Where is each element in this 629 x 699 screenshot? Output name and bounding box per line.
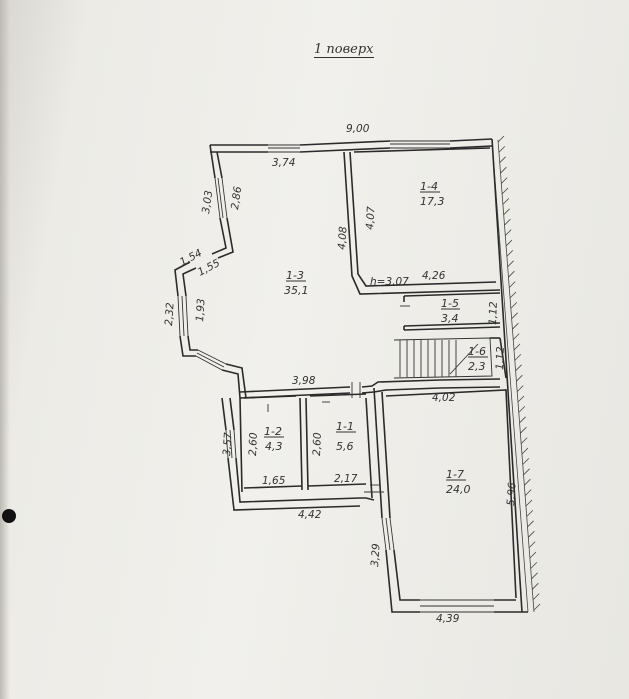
room-1-5-id: 1-5 bbox=[441, 297, 459, 310]
staircase bbox=[393, 337, 493, 379]
dim-hall-wall-a: 4,08 bbox=[336, 226, 350, 250]
sheet-edge-shadow bbox=[0, 0, 10, 699]
floor-title: 1 поверх bbox=[314, 42, 374, 58]
wall-hatch-tick bbox=[523, 468, 530, 476]
wall-hatch-tick bbox=[520, 437, 528, 444]
dim-room6-height: 1,12 bbox=[494, 346, 507, 370]
stair-direction-line bbox=[449, 343, 479, 375]
wall-hatch-tick bbox=[514, 354, 522, 361]
dim-room4-width: 4,26 bbox=[422, 270, 446, 282]
wall-hatch-tick bbox=[508, 270, 515, 278]
dim-hall-bottom: 3,98 bbox=[292, 375, 316, 387]
wall-hatch-tick bbox=[529, 551, 537, 559]
dim-left-top-b: 2,86 bbox=[229, 185, 244, 210]
wall-hatch-tick bbox=[521, 447, 529, 455]
wall-hatch-tick bbox=[526, 510, 534, 517]
wall-hatch-tick bbox=[530, 562, 538, 569]
wall-hatch-tick bbox=[528, 530, 535, 538]
dim-left-lower: 3,57 bbox=[221, 432, 235, 456]
room-1-3-area: 35,1 bbox=[284, 284, 309, 297]
wall-hatch-tick bbox=[524, 489, 532, 496]
room-1-6-area: 2,3 bbox=[468, 360, 486, 373]
dim-room7-left: 3,29 bbox=[369, 543, 383, 567]
wall-hatch-tick bbox=[520, 426, 527, 434]
room-labels: 1-4 17,3 1-3 35,1 1-5 3,4 1-6 2,3 1-2 4,… bbox=[264, 180, 488, 496]
wall-hatch-tick bbox=[510, 302, 518, 309]
wall-hatch-tick bbox=[528, 541, 536, 548]
wall-hatch-tick bbox=[504, 229, 512, 236]
dim-bay-c: 2,32 bbox=[163, 302, 177, 326]
outer-walls bbox=[174, 138, 528, 613]
wall-hatch-tick bbox=[512, 333, 520, 340]
wall-hatch-tick bbox=[519, 416, 526, 424]
dim-room5-height: 1,12 bbox=[487, 301, 500, 325]
wall-hatch-tick bbox=[524, 478, 531, 486]
wall-hatch-tick bbox=[516, 374, 523, 382]
dim-left-top-a: 3,03 bbox=[200, 190, 215, 215]
wall-hatch-tick bbox=[517, 395, 525, 403]
room-1-7-id: 1-7 bbox=[446, 468, 464, 481]
wall-hatch-tick bbox=[498, 146, 506, 153]
room-1-1-id: 1-1 bbox=[336, 420, 354, 433]
wall-hatch-tick bbox=[499, 156, 506, 164]
dim-bay-d: 1,93 bbox=[194, 298, 208, 322]
dim-hall-wall-b: 4,07 bbox=[364, 206, 378, 230]
wall-hatch-tick bbox=[507, 260, 514, 268]
room-1-3-id: 1-3 bbox=[286, 269, 304, 282]
wall-hatch-tick bbox=[509, 291, 517, 299]
inner-walls bbox=[239, 147, 517, 599]
exterior-wall-hatching bbox=[491, 135, 541, 613]
dim-room7-bottom: 4,39 bbox=[436, 613, 460, 625]
wall-hatch-tick bbox=[515, 364, 522, 372]
room-1-4-id: 1-4 bbox=[420, 180, 438, 193]
wall-hatch-tick bbox=[527, 520, 534, 528]
dim-room1-w: 2,17 bbox=[334, 473, 358, 485]
wall-hatch-tick bbox=[503, 208, 510, 216]
wall-hatch-tick bbox=[531, 572, 538, 580]
binder-hole bbox=[2, 509, 16, 523]
wall-hatch-tick bbox=[522, 458, 530, 465]
dimension-labels: 9,00 3,74 3,03 2,86 4,08 4,07 1,54 1,55 … bbox=[163, 123, 519, 625]
wall-hatch-tick bbox=[512, 322, 519, 330]
dim-top-left: 3,74 bbox=[272, 157, 295, 169]
wall-hatch-tick bbox=[525, 499, 533, 507]
dim-room2-w: 1,65 bbox=[262, 475, 286, 487]
wall-hatch-tick bbox=[516, 385, 524, 392]
wall-hatch-tick bbox=[518, 406, 526, 413]
room-1-2-id: 1-2 bbox=[264, 425, 282, 438]
room-1-5-area: 3,4 bbox=[441, 312, 459, 325]
dim-room7-top: 4,02 bbox=[432, 392, 456, 404]
wall-hatch-tick bbox=[532, 582, 539, 590]
wall-hatch-tick bbox=[513, 343, 521, 351]
room-1-6-id: 1-6 bbox=[468, 345, 486, 358]
wall-hatch-tick bbox=[502, 198, 510, 205]
wall-hatch-tick bbox=[501, 187, 509, 195]
dim-room1-h: 2,60 bbox=[311, 432, 324, 456]
wall-hatch-tick bbox=[511, 312, 518, 320]
room-1-7-area: 24,0 bbox=[446, 483, 471, 496]
room-1-1-area: 5,6 bbox=[336, 440, 354, 453]
room-1-4-area: 17,3 bbox=[420, 195, 445, 208]
wall-hatch-tick bbox=[505, 239, 513, 247]
wall-hatch-tick bbox=[504, 218, 511, 226]
room-1-2-area: 4,3 bbox=[265, 440, 283, 453]
dim-right-long: 5,96 bbox=[505, 482, 519, 506]
dim-room2-h: 2,60 bbox=[247, 432, 260, 456]
dim-bay-b: 1,55 bbox=[196, 257, 223, 279]
wall-hatch-tick bbox=[506, 250, 514, 257]
wall-hatch-tick bbox=[500, 166, 507, 174]
wall-hatch-tick bbox=[500, 177, 508, 184]
dim-height: h=3,07 bbox=[370, 276, 409, 288]
wall-hatch-tick bbox=[532, 593, 540, 600]
dim-bottom-left: 4,42 bbox=[298, 509, 322, 521]
wall-hatch-tick bbox=[497, 135, 505, 143]
dim-top-total: 9,00 bbox=[346, 123, 370, 135]
wall-hatch-tick bbox=[508, 281, 516, 288]
wall-hatch-tick bbox=[533, 603, 541, 611]
